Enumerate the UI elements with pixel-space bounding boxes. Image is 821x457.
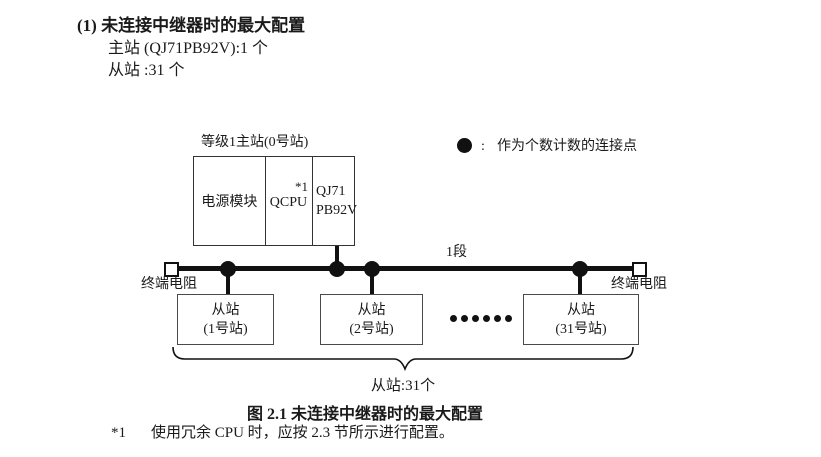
legend-separator: :: [481, 139, 485, 154]
cpu-footnote-ref: *1: [295, 179, 308, 194]
bus-line: [171, 266, 643, 271]
slave2-line1: 从站: [357, 302, 386, 318]
slave2-drop-line: [370, 269, 374, 294]
footnote-ref: *1: [111, 425, 126, 441]
slave31-line2: (31号站): [555, 321, 607, 337]
slave-station-box-31: 从站 (31号站): [523, 294, 639, 345]
network-module-line1: QJ71: [316, 184, 346, 199]
terminator-left-label: 终端电阻: [141, 277, 197, 292]
slave31-line1: 从站: [567, 302, 595, 318]
master-count-line: 主站 (QJ71PB92V):1 个: [108, 40, 269, 57]
slave31-drop-line: [578, 269, 582, 294]
master-station-box: 电源模块 *1 QCPU QJ71 PB92V: [193, 156, 358, 246]
cpu-cell: *1 QCPU: [264, 157, 312, 245]
master-station-label: 等级1主站(0号站): [201, 135, 309, 150]
slave-count-line: 从站 :31 个: [108, 62, 185, 79]
footnote-text: 使用冗余 CPU 时，应按 2.3 节所示进行配置。: [151, 425, 454, 441]
terminator-right-label: 终端电阻: [611, 277, 667, 292]
connection-point-legend-icon: [457, 138, 472, 153]
segment-label: 1段: [446, 245, 467, 260]
slave-group-brace: [172, 346, 634, 372]
legend-text: 作为个数计数的连接点: [497, 139, 637, 154]
slave1-drop-line: [226, 269, 230, 294]
slave-station-box-1: 从站 (1号站): [177, 294, 274, 345]
slave2-line2: (2号站): [349, 321, 394, 337]
network-module-line2: PB92V: [316, 203, 358, 218]
network-module-cell: QJ71 PB92V: [312, 157, 358, 245]
master-drop-line: [335, 246, 339, 268]
terminator-right-square: [632, 262, 647, 277]
slave-station-box-2: 从站 (2号站): [320, 294, 423, 345]
power-module-cell: 电源模块: [201, 195, 258, 210]
figure-caption: 图 2.1 未连接中继器时的最大配置: [246, 406, 483, 423]
section-title: (1) 未连接中继器时的最大配置: [77, 16, 306, 35]
slave1-line2: (1号站): [203, 321, 248, 337]
terminator-left-square: [164, 262, 179, 277]
slave1-line1: 从站: [211, 302, 240, 318]
brace-label: 从站:31个: [370, 378, 436, 394]
cpu-label: QCPU: [269, 195, 308, 210]
connection-point-dot: [329, 261, 345, 277]
